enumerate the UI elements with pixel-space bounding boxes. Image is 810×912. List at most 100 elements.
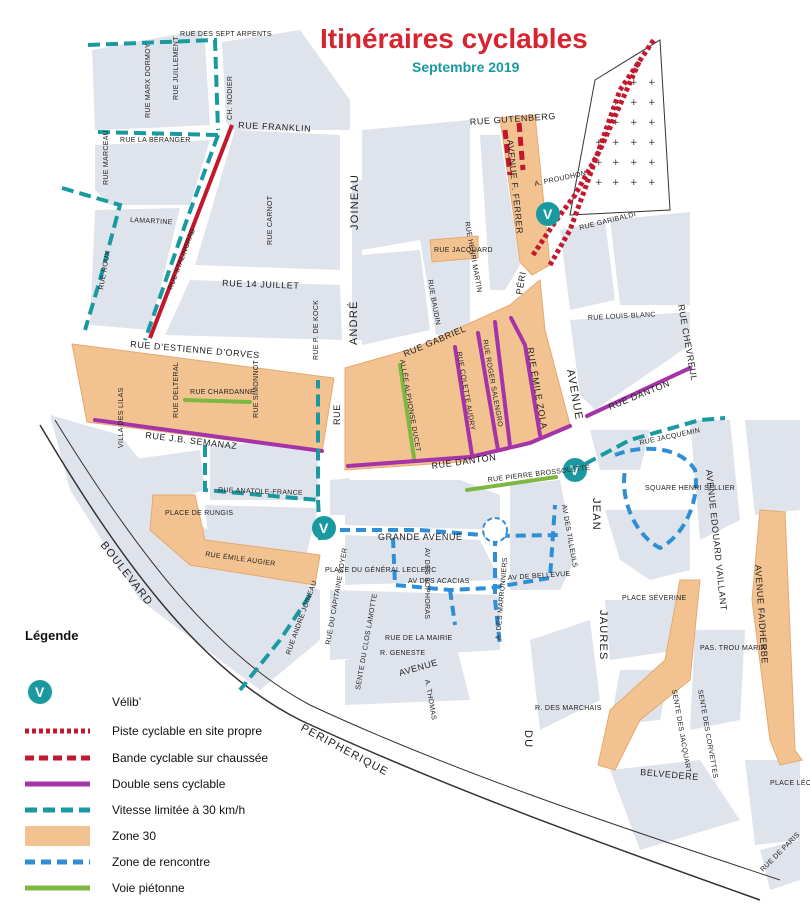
block [210, 440, 318, 500]
double-sens-lines [93, 316, 692, 468]
block [92, 30, 210, 130]
street-label: PLACE DE RUNGIS [165, 510, 233, 517]
street-label: GRANDE AVENUE [378, 532, 463, 542]
zone-30-area [429, 235, 479, 263]
block [760, 840, 800, 890]
boulevard-lines [39, 419, 781, 901]
block [330, 590, 500, 660]
block [352, 180, 362, 340]
block [195, 130, 340, 270]
street-label: VILLA DES LILAS [118, 387, 125, 448]
legend-item-site-propre: Piste cyclable en site propre [25, 724, 262, 738]
site-propre-lines [530, 36, 658, 267]
street-label: RUE P. DE KOCK [313, 300, 320, 360]
block [165, 280, 342, 340]
svg-text:+: + [630, 118, 638, 128]
street-label: PLACE SÉVERINE [622, 593, 687, 602]
legend: Légende V Vélib’ Piste cyclable en site … [25, 628, 268, 895]
block [690, 420, 740, 540]
zone-30-area [149, 494, 321, 586]
svg-text:+: + [630, 138, 638, 148]
street-label: RUE ANATOLE-FRANCE [218, 487, 303, 497]
street-label: RUE JUILLEMENT [173, 36, 180, 100]
street-label: PAS. TROU MARIN [700, 645, 766, 652]
street-label: LAMARTINE [130, 217, 173, 226]
velib-station[interactable]: V [536, 202, 560, 226]
svg-text:V: V [35, 684, 45, 700]
street-label: RUE DE LA MAIRIE [385, 635, 452, 642]
block [570, 312, 690, 410]
block [510, 480, 575, 590]
street-label: AV DES ACACIAS [408, 578, 470, 585]
legend-heading: Légende [25, 628, 78, 643]
street-label: RUE LA BÉRANGER [120, 135, 191, 144]
street-label: R. GENESTE [380, 650, 425, 657]
street-label: RUE DES SEPT ARPENTS [180, 31, 272, 38]
velib-symbol: V [543, 206, 553, 222]
svg-text:+: + [612, 138, 620, 148]
legend-label: Vitesse limitée à 30 km/h [112, 803, 245, 817]
block [345, 480, 500, 530]
block [222, 30, 350, 130]
svg-text:+: + [630, 178, 638, 188]
street-label: PERIPHERIQUE [299, 722, 391, 778]
block [610, 760, 740, 850]
street-label: RUE MARCEAU [103, 130, 110, 185]
block [610, 212, 690, 305]
street-label: AV DE BELLEVUE [508, 571, 571, 582]
svg-text:+: + [648, 118, 656, 128]
block [362, 250, 430, 345]
legend-item-voie-pietonne: Voie piétonne [25, 881, 185, 895]
svg-text:+: + [595, 138, 603, 148]
street-label: RUE 14 JUILLET [222, 278, 300, 291]
street-label: JOINEAU [349, 174, 361, 230]
block [345, 640, 470, 705]
street-label: JEAN [590, 498, 602, 531]
zone-30-area [499, 114, 551, 276]
legend-item-vitesse-30: Vitesse limitée à 30 km/h [25, 803, 245, 817]
svg-text:+: + [648, 78, 656, 88]
street-label: DU [522, 730, 534, 748]
street-label: RUE JACQUARD [434, 247, 493, 254]
svg-text:+: + [630, 158, 638, 168]
block [362, 120, 470, 335]
street-label: PLACE DU GÉNÉRAL LECLERC [325, 565, 437, 574]
vitesse-30-lines [61, 37, 726, 692]
svg-text:+: + [630, 78, 638, 88]
block [560, 220, 615, 310]
legend-label: Zone 30 [112, 829, 156, 843]
street-label: SENTE DES JACQUART [670, 689, 692, 774]
block [605, 510, 690, 580]
svg-text:+: + [612, 118, 620, 128]
velib-stations: V V V [312, 202, 587, 540]
zone-rencontre-lines [340, 446, 698, 646]
legend-item-double-sens: Double sens cyclable [25, 777, 226, 791]
svg-text:+: + [595, 158, 603, 168]
legend-label: Vélib’ [112, 695, 141, 709]
zone-30-area [751, 509, 803, 766]
map-subtitle: Septembre 2019 [412, 59, 520, 75]
block [745, 420, 800, 515]
legend-item-zone-30: Zone 30 [25, 826, 156, 846]
svg-text:+: + [648, 138, 656, 148]
legend-item-bande: Bande cyclable sur chaussée [25, 751, 268, 765]
stalingrad-line [148, 124, 234, 339]
block [480, 135, 520, 290]
svg-text:+: + [648, 178, 656, 188]
legend-label: Bande cyclable sur chaussée [112, 751, 268, 765]
cemetery: +++ +++ +++ +++ +++ +++ ++ [569, 39, 671, 216]
legend-label: Piste cyclable en site propre [112, 724, 262, 738]
svg-text:+: + [630, 98, 638, 108]
velib-station[interactable]: V [312, 516, 336, 540]
street-label: RUE DELTERAL [173, 362, 180, 418]
street-label: CH. NODIER [227, 76, 234, 120]
velib-station[interactable]: V [563, 458, 587, 482]
svg-text:+: + [648, 98, 656, 108]
zone-30-area [597, 579, 701, 771]
street-label: R. DES MARCHAIS [535, 705, 602, 712]
svg-text:+: + [612, 178, 620, 188]
svg-text:+: + [595, 178, 603, 188]
roundabout [482, 517, 508, 543]
svg-text:+: + [612, 158, 620, 168]
